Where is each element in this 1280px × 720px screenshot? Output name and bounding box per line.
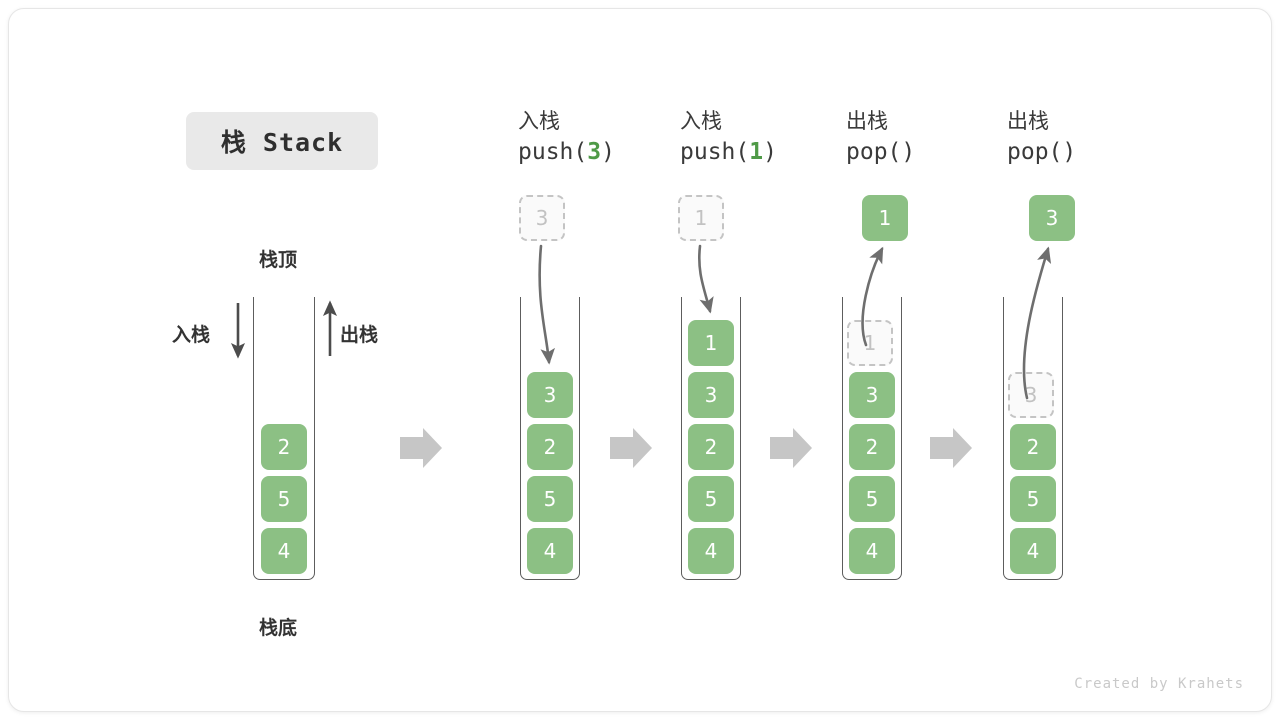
code-suffix: ) <box>901 139 916 165</box>
stack-cell: 3 <box>688 372 734 418</box>
step-op-code: pop() <box>846 136 996 168</box>
stack-cell: 5 <box>261 476 307 522</box>
push-direction-label: 入栈 <box>172 324 211 346</box>
stack-container-base <box>253 297 315 580</box>
stack-cell: 2 <box>261 424 307 470</box>
code-suffix: ) <box>601 139 615 165</box>
stack-cell: 3 <box>1008 372 1054 418</box>
code-suffix: ) <box>763 139 777 165</box>
code-prefix: push( <box>680 139 750 165</box>
stack-cell: 1 <box>847 320 893 366</box>
step-op-code: push(3) <box>518 136 668 168</box>
stack-cell: 4 <box>527 528 573 574</box>
step-header-push-3: 入栈 push(3) <box>518 106 668 168</box>
floating-cell-push-1: 1 <box>678 195 724 241</box>
stack-top-label: 栈顶 <box>259 249 298 271</box>
stack-cell: 4 <box>849 528 895 574</box>
step-op-cn: 入栈 <box>518 109 560 133</box>
stack-container-pop-3 <box>1003 297 1063 580</box>
code-prefix: pop( <box>1007 139 1063 165</box>
stack-bottom-label: 栈底 <box>259 617 298 639</box>
stack-cell: 2 <box>849 424 895 470</box>
code-suffix: ) <box>1062 139 1077 165</box>
credit-text: Created by Krahets <box>1074 676 1244 692</box>
page-title: 栈 Stack <box>186 112 378 170</box>
stack-cell: 5 <box>688 476 734 522</box>
stack-cell: 3 <box>849 372 895 418</box>
code-arg: 3 <box>587 139 602 165</box>
stack-cell: 4 <box>261 528 307 574</box>
step-header-push-1: 入栈 push(1) <box>680 106 830 168</box>
stack-cell: 2 <box>688 424 734 470</box>
floating-cell-pop-1: 1 <box>862 195 908 241</box>
stack-container-pop-1 <box>842 297 902 580</box>
step-op-code: pop() <box>1007 136 1157 168</box>
stack-cell: 5 <box>849 476 895 522</box>
step-op-cn: 出栈 <box>1007 109 1049 133</box>
pop-direction-label: 出栈 <box>340 324 379 346</box>
step-op-code: push(1) <box>680 136 830 168</box>
stack-cell: 4 <box>688 528 734 574</box>
stack-cell: 5 <box>527 476 573 522</box>
stack-cell: 2 <box>1010 424 1056 470</box>
floating-cell-push-3: 3 <box>519 195 565 241</box>
step-op-cn: 出栈 <box>846 109 888 133</box>
stack-container-push-3 <box>520 297 580 580</box>
stack-cell: 1 <box>688 320 734 366</box>
stack-container-push-1 <box>681 297 741 580</box>
step-op-cn: 入栈 <box>680 109 722 133</box>
step-header-pop-1: 出栈 pop() <box>846 106 996 168</box>
floating-cell-pop-3: 3 <box>1029 195 1075 241</box>
step-header-pop-3: 出栈 pop() <box>1007 106 1157 168</box>
stack-cell: 2 <box>527 424 573 470</box>
code-arg: 1 <box>749 139 764 165</box>
stack-cell: 3 <box>527 372 573 418</box>
stack-cell: 5 <box>1010 476 1056 522</box>
stack-cell: 4 <box>1010 528 1056 574</box>
code-prefix: push( <box>518 139 588 165</box>
code-prefix: pop( <box>846 139 902 165</box>
